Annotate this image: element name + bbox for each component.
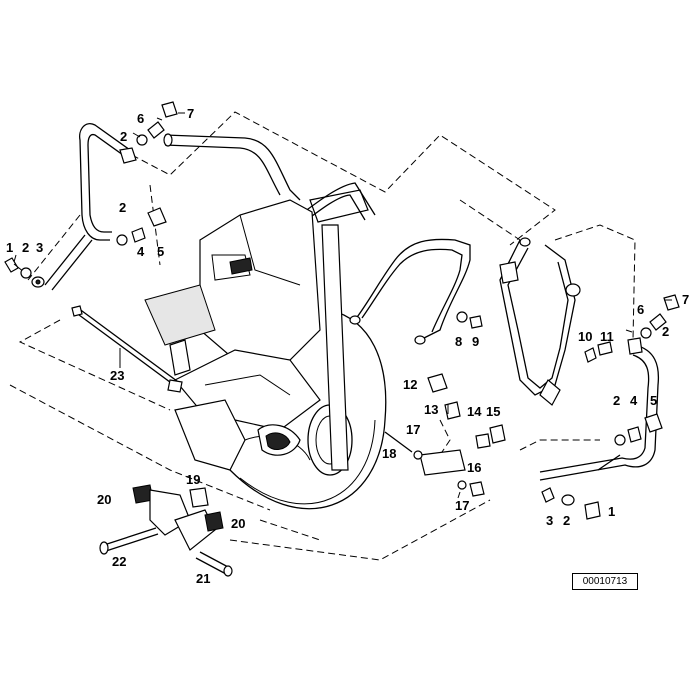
callout-4: 4 [137,244,145,259]
callout-20: 20 [97,492,111,507]
callout-2: 2 [119,200,126,215]
diagram-code-label: 00010713 [572,573,638,590]
callout-7: 7 [682,292,689,307]
dashed-reference-lines [9,111,636,561]
callout-18: 18 [382,446,396,461]
callout-13: 13 [424,402,438,417]
callout-1: 1 [608,504,615,519]
callout-5: 5 [650,393,657,408]
motorcycle-frame [144,133,387,510]
callout-15: 15 [486,404,500,419]
callout-numbers: 1 2 3 2 4 5 6 7 2 23 8 9 10 11 6 7 2 12 … [6,106,689,586]
callout-20: 20 [231,516,245,531]
callout-2: 2 [613,393,620,408]
callout-3: 3 [36,240,43,255]
callout-21: 21 [196,571,210,586]
callout-4: 4 [630,393,638,408]
callout-2: 2 [563,513,570,528]
callout-9: 9 [472,334,479,349]
center-brackets [349,237,581,406]
callout-2: 2 [120,129,127,144]
callout-22: 22 [112,554,126,569]
callout-23: 23 [110,368,124,383]
leader-lines [13,112,672,499]
callout-7: 7 [187,106,194,121]
left-crash-bar [44,123,137,291]
callout-8: 8 [455,334,462,349]
callout-6: 6 [137,111,144,126]
callout-3: 3 [546,513,553,528]
rod-23 [71,305,183,393]
callout-17: 17 [406,422,420,437]
callout-17: 17 [455,498,469,513]
stand-parts [99,484,233,577]
callout-6: 6 [637,302,644,317]
callout-12: 12 [403,377,417,392]
callout-2: 2 [662,324,669,339]
callout-16: 16 [467,460,481,475]
callout-2: 2 [22,240,29,255]
callout-14: 14 [467,404,482,419]
callout-1: 1 [6,240,13,255]
right-crash-bar [539,337,660,481]
callout-19: 19 [186,472,200,487]
fasteners [4,101,680,520]
callout-5: 5 [157,244,164,259]
callout-11: 11 [600,329,614,344]
callout-10: 10 [578,329,592,344]
